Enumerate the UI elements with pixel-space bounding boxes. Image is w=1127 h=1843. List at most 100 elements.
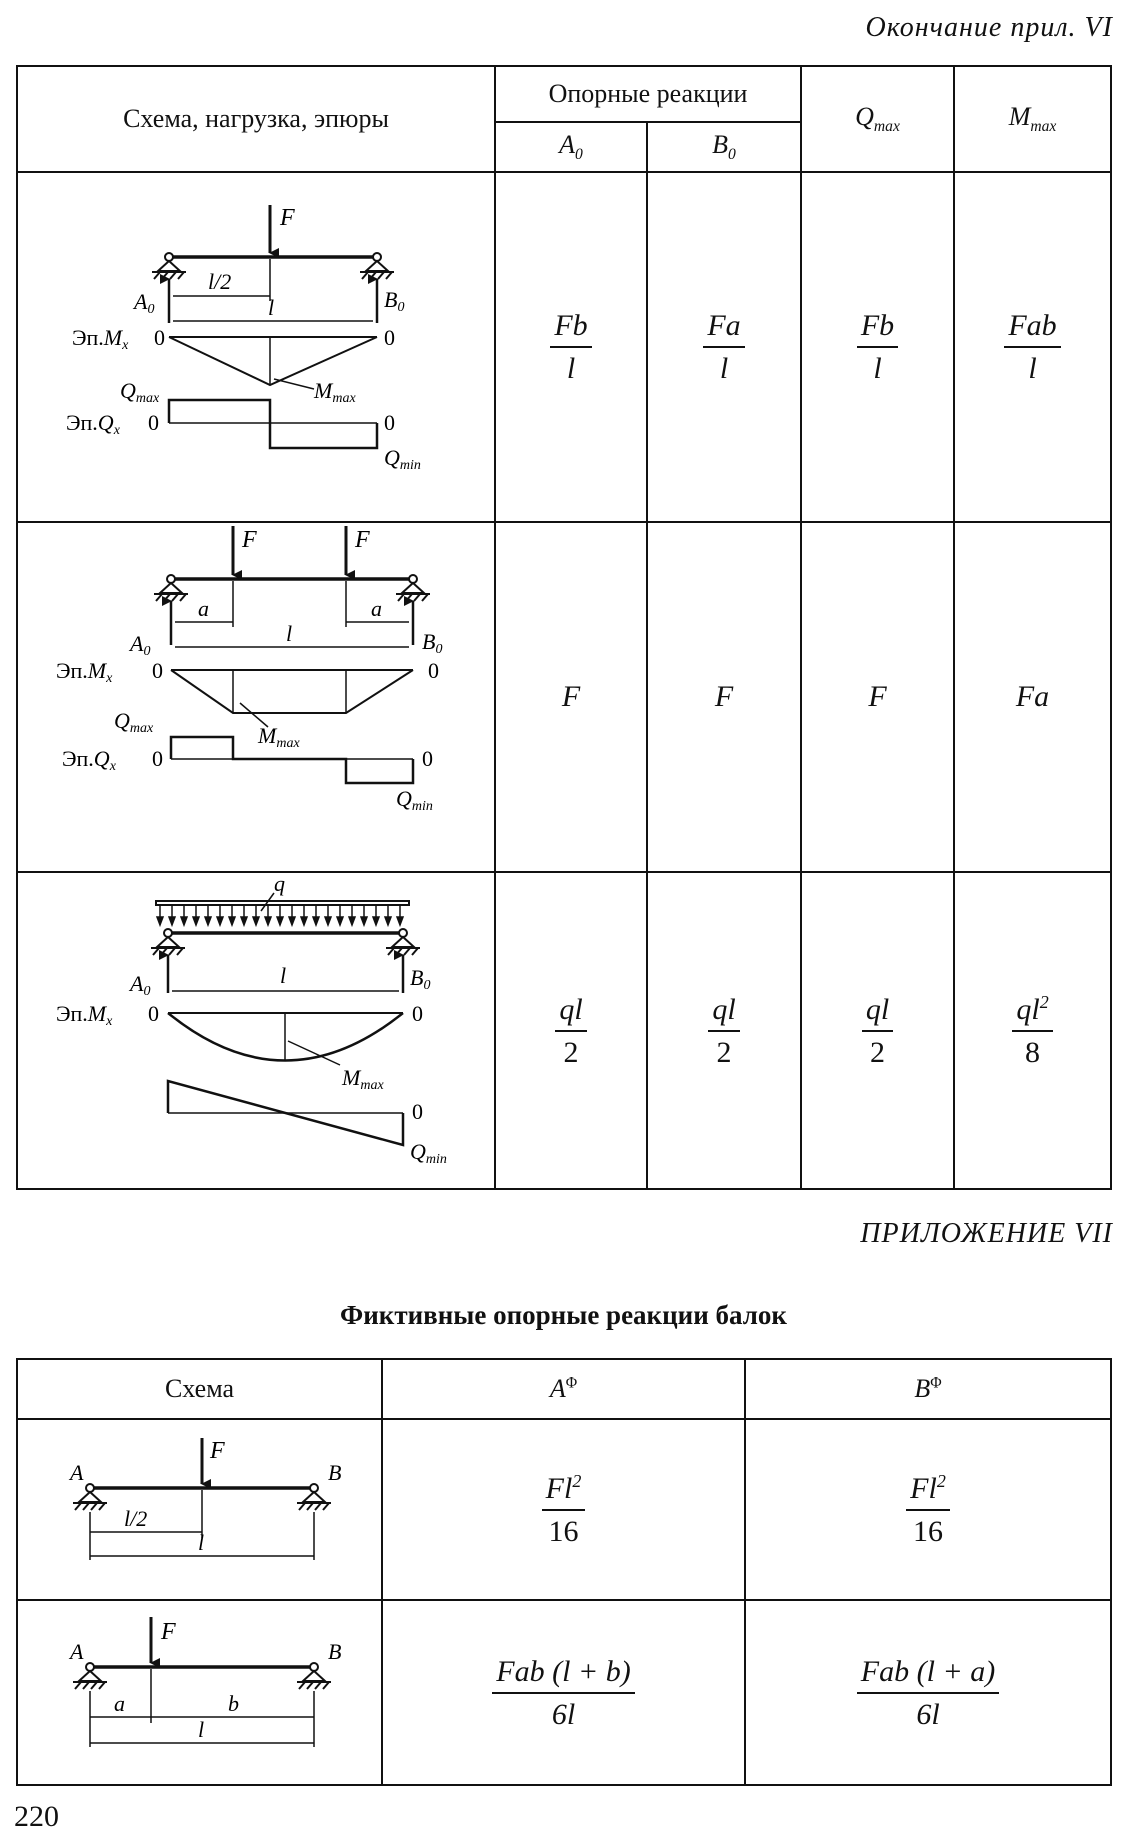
svg-text:0: 0: [384, 410, 395, 435]
svg-text:B0: B0: [384, 287, 404, 315]
table-row: F A B a b l Fab (l: [16, 1599, 1112, 1786]
svg-text:a: a: [114, 1691, 125, 1716]
svg-text:A: A: [68, 1460, 84, 1485]
svg-text:Qmin: Qmin: [396, 786, 433, 814]
svg-text:Mmax: Mmax: [341, 1065, 384, 1093]
load-arrowhead: [371, 916, 381, 928]
svg-text:Эп.Mx: Эп.Mx: [56, 1001, 113, 1029]
svg-text:Эп.Qx: Эп.Qx: [62, 746, 117, 774]
svg-text:l/2: l/2: [124, 1506, 147, 1531]
svg-text:0: 0: [148, 410, 159, 435]
svg-text:l: l: [268, 295, 274, 320]
header-mmax: Mmax: [953, 65, 1113, 173]
load-arrowhead: [191, 916, 201, 928]
svg-text:F: F: [279, 205, 295, 231]
diagram-cell: q A0 B0 l Эп.Mx 0: [16, 871, 496, 1190]
simple-beam-offset-load: F A B a b l: [68, 1617, 341, 1747]
table-row: F A0 B0 l/2: [16, 171, 1113, 523]
svg-text:Эп.Qx: Эп.Qx: [66, 410, 121, 438]
load-arrowhead: [155, 916, 165, 928]
svg-text:b: b: [228, 1691, 239, 1716]
beam-diagram-point-load: F A0 B0 l/2: [66, 205, 421, 473]
svg-text:l: l: [286, 621, 292, 646]
svg-text:A0: A0: [128, 971, 150, 999]
load-arrowhead: [287, 916, 297, 928]
load-arrowhead: [347, 916, 357, 928]
load-arrowhead: [275, 916, 285, 928]
svg-text:F: F: [354, 527, 370, 553]
svg-text:l: l: [198, 1530, 204, 1555]
page-number: 220: [14, 1800, 59, 1833]
load-arrowhead: [323, 916, 333, 928]
header-schema: Схема: [16, 1358, 383, 1420]
svg-text:l: l: [198, 1717, 204, 1742]
diagram-cell: F F A0 B0 a a: [16, 521, 496, 873]
header-reactions: Опорные реакции: [493, 65, 803, 123]
load-arrowhead: [179, 916, 189, 928]
beam-diagram-distributed-load: q A0 B0 l Эп.Mx 0: [56, 871, 447, 1167]
reactions-table: Схема, нагрузка, эпюры Опорные реакции Q…: [16, 65, 1113, 1190]
cell-qmax-2: F: [800, 521, 956, 873]
beam-diagram-two-loads: F F A0 B0 a a: [56, 526, 442, 814]
svg-text:Эп.Mx: Эп.Mx: [72, 325, 129, 353]
cell-mmax-2: Fa: [953, 521, 1113, 873]
svg-text:Эп.Mx: Эп.Mx: [56, 658, 113, 686]
svg-text:l/2: l/2: [208, 269, 231, 294]
svg-text:B: B: [328, 1460, 341, 1485]
load-arrowhead: [203, 916, 213, 928]
svg-text:B0: B0: [422, 629, 442, 657]
load-arrowhead: [359, 916, 369, 928]
svg-text:Mmax: Mmax: [313, 378, 356, 406]
cell-a-phi-2: Fab (l + b)6l: [381, 1599, 746, 1786]
svg-text:Qmax: Qmax: [120, 378, 160, 406]
svg-text:A: A: [68, 1639, 84, 1664]
cell-b0-2: F: [645, 521, 803, 873]
load-arrowhead: [215, 916, 225, 928]
simple-beam-point-load: F A B l/2 l: [68, 1438, 341, 1560]
diagram-cell: F A B l/2 l: [16, 1418, 383, 1601]
header-qmax: Qmax: [800, 65, 956, 173]
header-b-phi: BΦ: [744, 1358, 1112, 1420]
load-arrowhead: [395, 916, 405, 928]
header-schema: Схема, нагрузка, эпюры: [16, 65, 496, 173]
table-row: q A0 B0 l Эп.Mx 0: [16, 871, 1113, 1190]
svg-text:Qmin: Qmin: [410, 1139, 447, 1167]
svg-text:B0: B0: [410, 965, 430, 993]
table-row: F F A0 B0 a a: [16, 521, 1113, 873]
svg-text:a: a: [198, 596, 209, 621]
svg-text:0: 0: [152, 746, 163, 771]
svg-text:F: F: [241, 527, 257, 553]
svg-text:a: a: [371, 596, 382, 621]
svg-text:0: 0: [384, 325, 395, 350]
svg-text:B: B: [328, 1639, 341, 1664]
svg-text:Mmax: Mmax: [257, 723, 300, 751]
svg-text:0: 0: [422, 746, 433, 771]
load-arrowhead: [299, 916, 309, 928]
cell-b-phi-2: Fab (l + a)6l: [744, 1599, 1112, 1786]
load-arrowhead: [311, 916, 321, 928]
svg-text:0: 0: [412, 1099, 423, 1124]
svg-text:0: 0: [148, 1001, 159, 1026]
load-arrowhead: [227, 916, 237, 928]
svg-text:A0: A0: [128, 631, 150, 659]
appendix-heading: ПРИЛОЖЕНИЕ VII: [860, 1218, 1113, 1249]
cell-a0-2: F: [494, 521, 648, 873]
load-arrowhead: [239, 916, 249, 928]
header-a0: A0: [494, 121, 648, 173]
svg-text:Qmin: Qmin: [384, 445, 421, 473]
svg-text:0: 0: [428, 658, 439, 683]
header-a-phi: AΦ: [381, 1358, 746, 1420]
svg-text:q: q: [274, 873, 285, 896]
svg-text:Qmax: Qmax: [114, 708, 154, 736]
load-arrowhead: [251, 916, 261, 928]
